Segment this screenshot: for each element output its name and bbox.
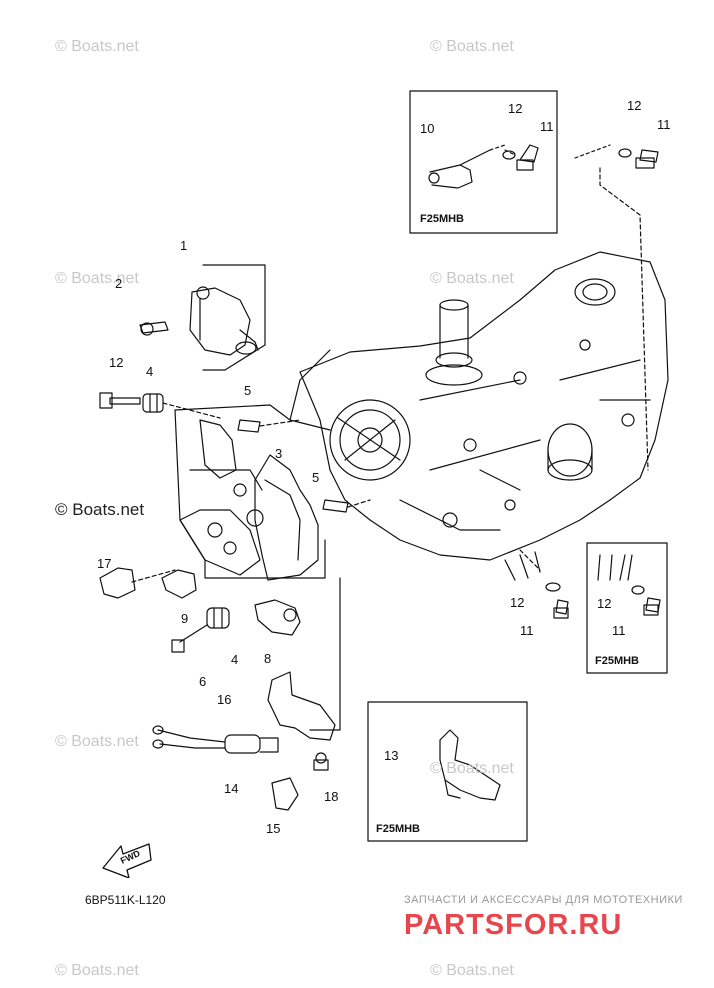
variant-label-bottom: F25MHB xyxy=(376,823,421,835)
callout-6-top: 12 xyxy=(109,355,124,370)
callout-5-lower: 5 xyxy=(312,470,320,485)
part-5-pin-lower xyxy=(322,499,349,513)
callout-6-bottom: 6 xyxy=(199,674,207,689)
callout-12-box: 12 xyxy=(508,101,523,116)
callout-3: 3 xyxy=(275,446,283,461)
part-5-pin-upper xyxy=(237,419,261,433)
callout-10: 10 xyxy=(420,121,435,136)
callout-11-right: 11 xyxy=(657,117,671,132)
callout-14: 14 xyxy=(224,781,239,796)
part-1-ignition-coil xyxy=(189,286,259,356)
watermark: © Boats.net xyxy=(55,733,139,750)
watermark-dark: © Boats.net xyxy=(55,500,145,519)
callout-17: 17 xyxy=(97,556,112,571)
part-12-washer-right xyxy=(618,148,632,158)
variant-label-right: F25MHB xyxy=(595,655,640,667)
part-10-drawing xyxy=(428,149,491,189)
watermark: © Boats.net xyxy=(55,38,139,55)
part-4-grommet-bottom xyxy=(206,607,230,629)
part-16-bracket xyxy=(267,671,336,741)
part-18-bolt xyxy=(313,752,329,771)
callout-2: 2 xyxy=(115,276,123,291)
part-6-bolt-top xyxy=(99,392,141,409)
callout-13: 13 xyxy=(384,748,399,763)
watermark: © Boats.net xyxy=(430,962,514,979)
callout-18: 18 xyxy=(324,789,339,804)
callout-12-box-right: 12 xyxy=(597,596,612,611)
callout-5-upper: 5 xyxy=(244,383,252,398)
forward-arrow-icon xyxy=(102,843,152,878)
watermark: © Boats.net xyxy=(55,962,139,979)
callout-4-bottom: 4 xyxy=(231,652,239,667)
part-14-sensor xyxy=(152,725,279,754)
callout-4-top: 4 xyxy=(146,364,154,379)
part-12-washer-mid xyxy=(545,582,561,592)
part-9-clip xyxy=(161,569,197,599)
watermark: © Boats.net xyxy=(430,38,514,55)
callout-11-mid: 11 xyxy=(520,623,534,638)
watermark: © Boats.net xyxy=(430,760,514,777)
part-11-bolt-right xyxy=(635,149,659,169)
diagram-code: 6BP511K-L120 xyxy=(85,893,166,907)
electrical-bracket-assembly xyxy=(179,419,264,576)
callout-8: 8 xyxy=(264,651,272,666)
part-15-clip xyxy=(271,777,299,811)
part-8-holder xyxy=(254,599,301,636)
shop-tagline: ЗАПЧАСТИ И АКСЕССУАРЫ ДЛЯ МОТОТЕХНИКИ xyxy=(404,894,683,906)
variant-box-bottom xyxy=(367,701,528,842)
variant-box-top xyxy=(409,90,558,234)
part-12-washer-top xyxy=(502,150,516,160)
callout-12-right: 12 xyxy=(627,98,642,113)
variant-box-right xyxy=(586,542,668,674)
callout-1: 1 xyxy=(180,238,188,253)
svg-text:PARTSFOR.RU: PARTSFOR.RU xyxy=(404,909,622,941)
callout-11-box-right: 11 xyxy=(612,623,626,638)
partsfor-logo: PARTSFOR.RU xyxy=(404,909,622,941)
callout-9: 9 xyxy=(181,611,189,626)
part-13-bracket xyxy=(439,729,501,801)
part-11-bolt-top xyxy=(516,144,539,171)
watermark: © Boats.net xyxy=(430,270,514,287)
callout-12-mid: 12 xyxy=(510,595,525,610)
variant-label-top: F25MHB xyxy=(420,213,465,225)
callout-16: 16 xyxy=(217,692,232,707)
engine-block-drawing xyxy=(299,251,669,581)
part-17-regulator xyxy=(99,567,136,599)
watermark: © Boats.net xyxy=(55,270,139,287)
callout-11-box: 11 xyxy=(540,119,554,134)
part-2-bolt xyxy=(139,321,169,336)
part-4-grommet-top xyxy=(142,393,164,413)
callout-15: 15 xyxy=(266,821,281,836)
